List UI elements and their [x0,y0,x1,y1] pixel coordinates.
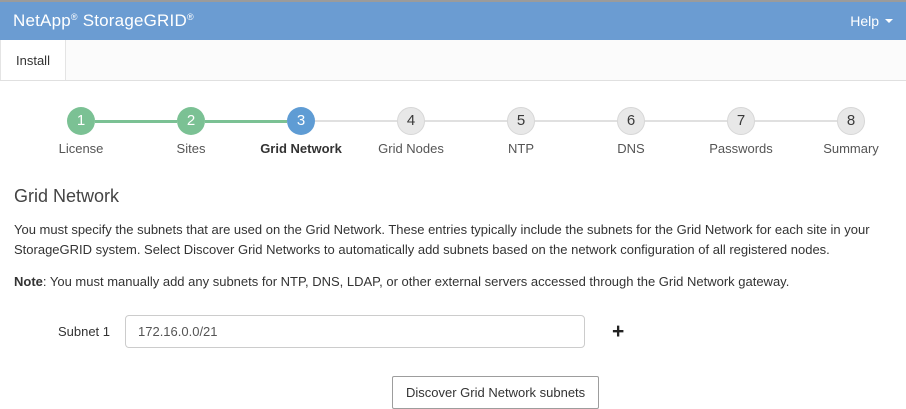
main-content: Grid Network You must specify the subnet… [0,186,906,409]
step-connector [755,120,837,122]
step-circle: 4 [397,107,425,135]
caret-down-icon [885,19,893,23]
step-circle: 7 [727,107,755,135]
help-menu[interactable]: Help [850,13,893,29]
step-label: Grid Nodes [378,141,444,156]
step-sites[interactable]: 2 Sites [95,107,246,156]
step-label: DNS [617,141,645,156]
subnet-1-input[interactable] [125,315,585,349]
step-connector [315,120,397,122]
note-label: Note [14,274,43,290]
brand-storagegrid: StorageGRID [82,11,187,30]
discover-grid-network-subnets-button[interactable]: Discover Grid Network subnets [392,376,600,409]
step-grid-network[interactable]: 3 Grid Network [205,107,356,156]
app-header: NetApp® StorageGRID® Help [0,2,906,40]
step-grid-nodes[interactable]: 4 Grid Nodes [315,107,466,156]
step-label: Sites [176,141,206,156]
step-label: Summary [823,141,879,156]
note-body: : You must manually add any subnets for … [42,274,790,290]
app-title: NetApp® StorageGRID® [13,11,194,31]
page-title: Grid Network [14,186,120,206]
step-ntp[interactable]: 5 NTP [425,107,576,156]
step-circle: 2 [177,107,205,135]
help-menu-label: Help [850,13,879,29]
step-circle: 3 [287,107,315,135]
discover-button-row: Discover Grid Network subnets [14,376,892,409]
step-label: License [58,141,104,156]
install-wizard-stepper: 1 License 2 Sites 3 Grid Network 4 Grid … [26,107,906,156]
tab-install[interactable]: Install [0,40,66,80]
step-connector [95,120,177,123]
step-circle: 1 [67,107,95,135]
tab-install-label: Install [16,52,50,68]
tab-bar: Install [0,40,906,81]
step-connector [535,120,617,122]
description-text: You must specify the subnets that are us… [14,222,870,258]
step-connector [645,120,727,122]
step-label: Grid Network [260,141,342,156]
registered-trademark: ® [186,12,194,22]
note-text: Note: You must manually add any subnets … [14,274,892,289]
step-label: Passwords [709,141,773,156]
step-circle: 5 [507,107,535,135]
brand-netapp: NetApp [13,11,71,30]
step-dns[interactable]: 6 DNS [535,107,686,156]
step-circle: 8 [837,107,865,135]
step-circle: 6 [617,107,645,135]
step-connector [205,120,287,123]
step-summary[interactable]: 8 Summary [755,107,906,156]
subnet-form-row: Subnet 1 + [14,315,892,349]
window-top-border [0,0,906,2]
step-license[interactable]: 1 License [26,107,136,156]
registered-trademark: ® [70,12,78,22]
step-passwords[interactable]: 7 Passwords [645,107,796,156]
step-connector [425,120,507,122]
subnet-1-label: Subnet 1 [57,324,110,340]
add-subnet-button[interactable]: + [612,320,625,344]
step-label: NTP [508,141,534,156]
